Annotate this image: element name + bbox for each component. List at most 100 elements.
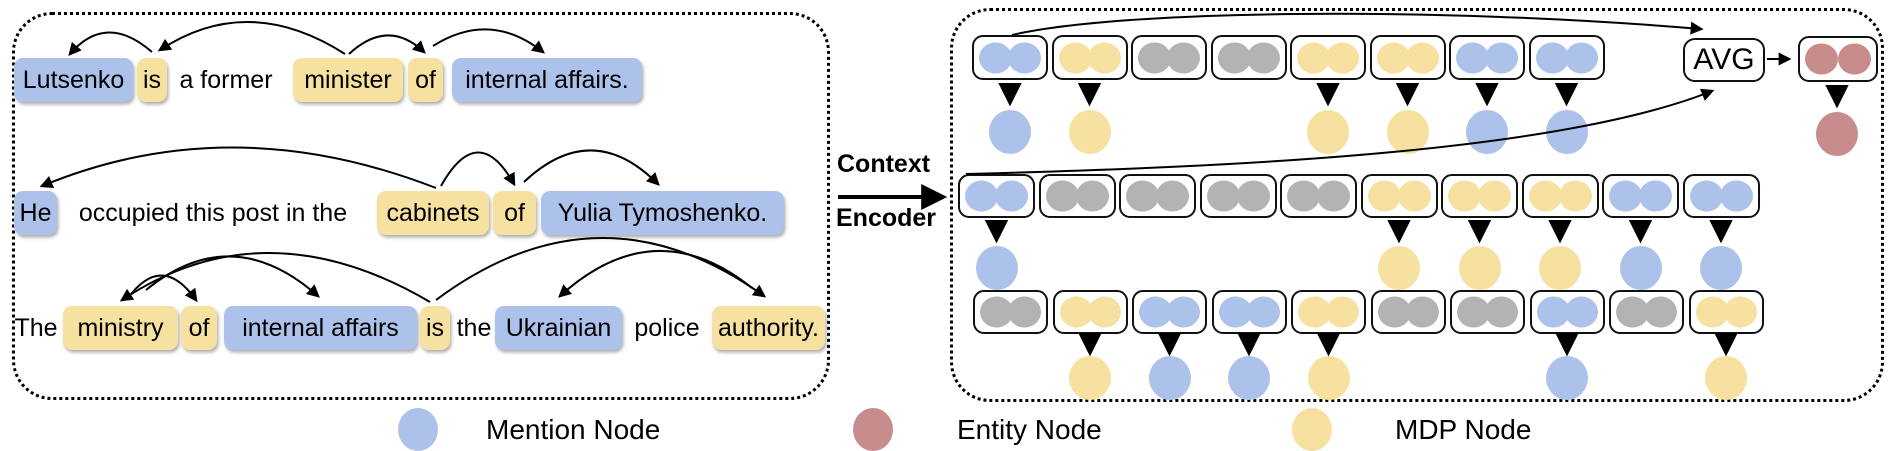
token-pair-cell bbox=[1688, 290, 1764, 334]
mention-embedding-dot bbox=[1609, 180, 1642, 212]
token-internal-affairs: internal affairs. bbox=[452, 58, 642, 102]
mention-embedding-dot bbox=[1639, 180, 1672, 212]
token-pair-cell bbox=[972, 35, 1048, 80]
mdp-embedding-dot bbox=[1087, 42, 1121, 73]
token-ministry: ministry bbox=[63, 306, 178, 350]
context-embedding-dot bbox=[1008, 296, 1041, 328]
encoding-panel bbox=[950, 8, 1884, 402]
legend-label-entity-node: Entity Node bbox=[957, 413, 1102, 445]
mdp-embedding-dot bbox=[1528, 180, 1562, 212]
context-embedding-dot bbox=[1156, 180, 1189, 212]
token-of: of bbox=[408, 58, 443, 102]
context-embedding-dot bbox=[1075, 180, 1109, 212]
mention-node bbox=[989, 110, 1031, 154]
mdp-embedding-dot bbox=[1558, 180, 1592, 212]
token-pair-cell bbox=[1119, 174, 1196, 218]
mention-node bbox=[975, 246, 1018, 290]
token-minister: minister bbox=[293, 58, 403, 102]
token-of: of bbox=[493, 191, 536, 235]
token-pair-cell bbox=[1360, 174, 1438, 218]
mdp-embedding-dot bbox=[1397, 180, 1431, 212]
token-yulia-tymoshenko: Yulia Tymoshenko. bbox=[541, 191, 784, 235]
mdp-node-swatch bbox=[1292, 408, 1332, 451]
context-embedding-dot bbox=[1246, 42, 1280, 73]
token-pair-cell bbox=[1370, 290, 1446, 334]
token-pair-cell bbox=[1682, 174, 1760, 218]
context-embedding-dot bbox=[1457, 296, 1490, 328]
token-pair-cell bbox=[1211, 290, 1287, 334]
mention-node bbox=[1545, 110, 1588, 154]
legend-item-entity-node: Entity Node bbox=[853, 408, 1102, 451]
mention-embedding-dot bbox=[1456, 42, 1489, 73]
mention-embedding-dot bbox=[979, 42, 1012, 73]
entity-embedding-dot bbox=[1838, 43, 1871, 75]
mdp-node bbox=[1307, 356, 1350, 400]
mdp-node bbox=[1378, 246, 1420, 290]
context-encoder-label-bottom: Encoder bbox=[836, 204, 937, 232]
entity-node-swatch bbox=[853, 408, 893, 451]
context-embedding-dot bbox=[1045, 180, 1079, 212]
entity-node bbox=[1816, 112, 1858, 156]
token-pair-cell bbox=[1529, 290, 1605, 334]
token-authority: authority. bbox=[712, 306, 825, 350]
mention-node bbox=[1700, 246, 1742, 290]
context-embedding-dot bbox=[1138, 42, 1171, 73]
legend-label-mention-node: Mention Node bbox=[486, 413, 661, 445]
token-occupied-this-post-in-the: occupied this post in the bbox=[78, 199, 348, 227]
mention-node bbox=[1619, 246, 1662, 290]
token-a-former: a former bbox=[179, 66, 273, 94]
token-pair-cell bbox=[958, 174, 1035, 218]
mention-embedding-dot bbox=[1485, 42, 1518, 73]
token-pair-cell bbox=[1199, 174, 1277, 218]
token-pair-cell bbox=[1051, 35, 1128, 80]
token-pair-cell bbox=[1290, 35, 1366, 80]
mdp-embedding-dot bbox=[1059, 296, 1093, 328]
context-embedding-dot bbox=[1236, 180, 1270, 212]
context-embedding-dot bbox=[1206, 180, 1240, 212]
mention-node bbox=[1466, 110, 1508, 154]
mdp-embedding-dot bbox=[1297, 42, 1330, 73]
token-pair-cell bbox=[1291, 290, 1366, 334]
token-is: is bbox=[420, 306, 450, 350]
mdp-node bbox=[1068, 110, 1111, 154]
mention-embedding-dot bbox=[1139, 296, 1172, 328]
entity-embedding-dot bbox=[1805, 43, 1838, 75]
mention-embedding-dot bbox=[1564, 296, 1598, 328]
mention-embedding-dot bbox=[1167, 296, 1200, 328]
token-lutsenko: Lutsenko bbox=[14, 58, 133, 102]
mdp-node bbox=[1307, 110, 1349, 154]
mdp-node bbox=[1539, 246, 1581, 290]
mdp-embedding-dot bbox=[1478, 180, 1511, 212]
context-embedding-dot bbox=[1485, 296, 1518, 328]
avg-box: AVG bbox=[1683, 38, 1765, 82]
context-embedding-dot bbox=[1167, 42, 1200, 73]
legend-item-mention-node: Mention Node bbox=[398, 408, 660, 451]
mention-embedding-dot bbox=[1564, 42, 1598, 73]
mdp-embedding-dot bbox=[1326, 42, 1359, 73]
token-pair-cell bbox=[1609, 290, 1684, 334]
mdp-embedding-dot bbox=[1298, 296, 1331, 328]
context-embedding-dot bbox=[1405, 296, 1439, 328]
mention-embedding-dot bbox=[1536, 296, 1570, 328]
mention-embedding-dot bbox=[1246, 296, 1280, 328]
mention-node bbox=[1546, 356, 1588, 400]
sentences-panel bbox=[12, 12, 830, 400]
context-embedding-dot bbox=[1644, 296, 1677, 328]
token-cabinets: cabinets bbox=[377, 191, 489, 235]
mdp-node bbox=[1458, 246, 1501, 290]
mention-embedding-dot bbox=[1719, 180, 1753, 212]
mention-embedding-dot bbox=[1008, 42, 1041, 73]
token-police: police bbox=[634, 314, 700, 342]
mdp-node bbox=[1069, 356, 1111, 400]
context-embedding-dot bbox=[980, 296, 1013, 328]
mdp-embedding-dot bbox=[1695, 296, 1729, 328]
mdp-embedding-dot bbox=[1367, 180, 1401, 212]
mdp-embedding-dot bbox=[1087, 296, 1121, 328]
token-is: is bbox=[137, 58, 167, 102]
mdp-embedding-dot bbox=[1326, 296, 1359, 328]
legend-label-mdp-node: MDP Node bbox=[1395, 413, 1532, 445]
token-the: The bbox=[14, 314, 58, 342]
token-pair-cell bbox=[1449, 35, 1525, 80]
mdp-embedding-dot bbox=[1058, 42, 1092, 73]
